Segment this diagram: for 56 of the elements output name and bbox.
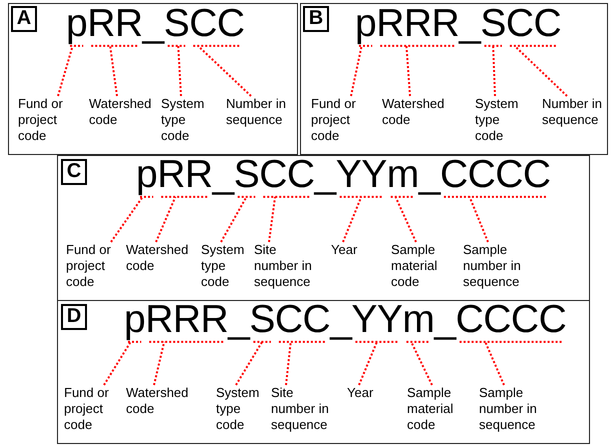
leader-line <box>508 44 568 97</box>
panel-frame <box>300 3 608 155</box>
code-part-label: Number in sequence <box>226 96 296 128</box>
leader-line <box>338 196 384 243</box>
code-part-label: Year <box>347 385 387 401</box>
leader-line <box>155 196 210 243</box>
leader-line <box>220 196 256 243</box>
code-part-label: Sample material code <box>407 385 465 433</box>
code-part-label: Site number in sequence <box>271 385 337 433</box>
leader-line <box>278 340 328 386</box>
code-part-label: Site number in sequence <box>254 242 320 290</box>
code-part-label: Sample number in sequence <box>463 242 533 290</box>
code-part-label: Fund or project code <box>311 96 365 144</box>
panel-frame <box>57 155 590 301</box>
leader-line <box>166 44 186 97</box>
leader-line <box>235 340 272 386</box>
leader-line <box>354 340 400 386</box>
code-part-label: Watershed code <box>382 96 452 128</box>
code-part-label: Fund or project code <box>64 385 118 433</box>
leader-line <box>192 44 252 97</box>
code-pattern: pRR_SCC <box>66 2 245 47</box>
leader-line <box>379 44 456 97</box>
code-part-label: System type code <box>201 242 251 290</box>
leader-line <box>90 44 140 97</box>
code-part-label: System type code <box>216 385 266 433</box>
panel-letter: C <box>61 159 87 185</box>
panel-frame <box>8 3 298 155</box>
leader-line <box>262 196 312 243</box>
code-part-label: Watershed code <box>126 242 196 274</box>
leader-line <box>390 196 417 243</box>
leader-line <box>458 340 564 386</box>
leader-line <box>483 44 503 97</box>
code-part-label: Fund or project code <box>66 242 120 290</box>
panel-letter: A <box>11 6 37 32</box>
panel-letter: B <box>303 6 329 32</box>
leader-line <box>350 44 374 97</box>
code-part-label: System type code <box>161 96 211 144</box>
leader-line <box>110 196 154 243</box>
code-part-label: System type code <box>475 96 525 144</box>
leader-line <box>148 340 226 386</box>
code-part-label: Watershed code <box>89 96 159 128</box>
code-part-label: Fund or project code <box>18 96 72 144</box>
code-pattern: pRRR_SCC <box>355 2 562 47</box>
code-part-label: Number in sequence <box>542 96 611 128</box>
leader-line <box>103 340 142 386</box>
code-pattern: pRR_SCC_YYm_CCCC <box>136 153 551 198</box>
code-part-label: Year <box>331 242 371 258</box>
panel-letter: D <box>61 304 87 330</box>
code-part-label: Sample number in sequence <box>479 385 549 433</box>
leader-line <box>405 340 433 386</box>
code-part-label: Sample material code <box>391 242 449 290</box>
code-pattern: pRRR_SCC_YYm_CCCC <box>124 298 566 343</box>
panel-frame <box>57 300 590 444</box>
leader-line <box>57 44 84 97</box>
leader-line <box>442 196 548 243</box>
code-part-label: Watershed code <box>126 385 196 417</box>
